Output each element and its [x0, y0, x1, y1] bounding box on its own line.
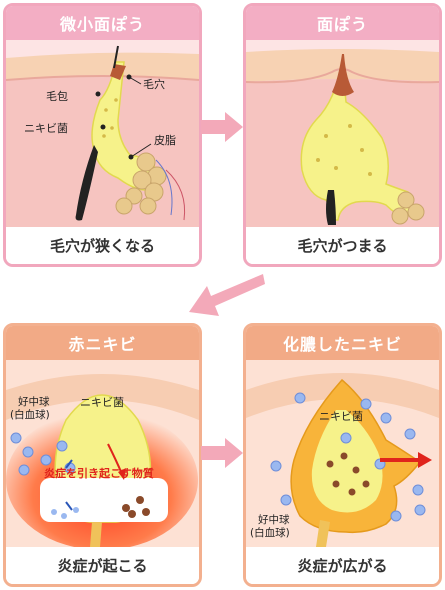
- panel-title: 微小面ぽう: [6, 6, 199, 40]
- label-inflammation-substance: 炎症を引き起こす物質: [44, 467, 154, 480]
- arrow-down-left-icon: [189, 274, 265, 316]
- label-neutrophil-sub: (白血球): [250, 527, 290, 539]
- panel-caption: 炎症が広がる: [246, 547, 439, 584]
- label-bacteria: ニキビ菌: [24, 122, 68, 135]
- microcomedone-illustration: 毛穴 毛包 ニキビ菌 皮脂: [6, 40, 199, 227]
- label-follicle: 毛包: [46, 90, 68, 103]
- panel-microcomedone: 微小面ぽう: [3, 3, 202, 267]
- label-pore: 毛穴: [143, 78, 165, 91]
- label-neutrophil: 好中球: [18, 396, 50, 408]
- pustule-illustration: ニキビ菌 好中球 (白血球): [246, 360, 439, 547]
- panel-title: 面ぽう: [246, 6, 439, 40]
- panel-red-acne: 赤ニキビ: [3, 323, 202, 587]
- label-neutrophil: 好中球: [258, 514, 290, 526]
- red-acne-illustration: 好中球 (白血球) ニキビ菌 炎症を引き起こす物質: [6, 360, 199, 547]
- panel-pustule: 化膿したニキビ ニキビ菌 好中球: [243, 323, 442, 587]
- label-bacteria: ニキビ菌: [319, 410, 363, 423]
- arrow-right-icon: [201, 112, 243, 142]
- panel-comedone: 面ぽう 毛穴がつまる: [243, 3, 442, 267]
- panel-title: 化膿したニキビ: [246, 326, 439, 360]
- panel-caption: 毛穴が狭くなる: [6, 227, 199, 264]
- label-bacteria: ニキビ菌: [80, 396, 124, 409]
- comedone-illustration: [246, 40, 439, 227]
- label-neutrophil-sub: (白血球): [10, 409, 50, 421]
- panel-caption: 炎症が起こる: [6, 547, 199, 584]
- label-sebum: 皮脂: [154, 134, 176, 147]
- arrow-right-icon: [201, 438, 243, 468]
- panel-title: 赤ニキビ: [6, 326, 199, 360]
- panel-caption: 毛穴がつまる: [246, 227, 439, 264]
